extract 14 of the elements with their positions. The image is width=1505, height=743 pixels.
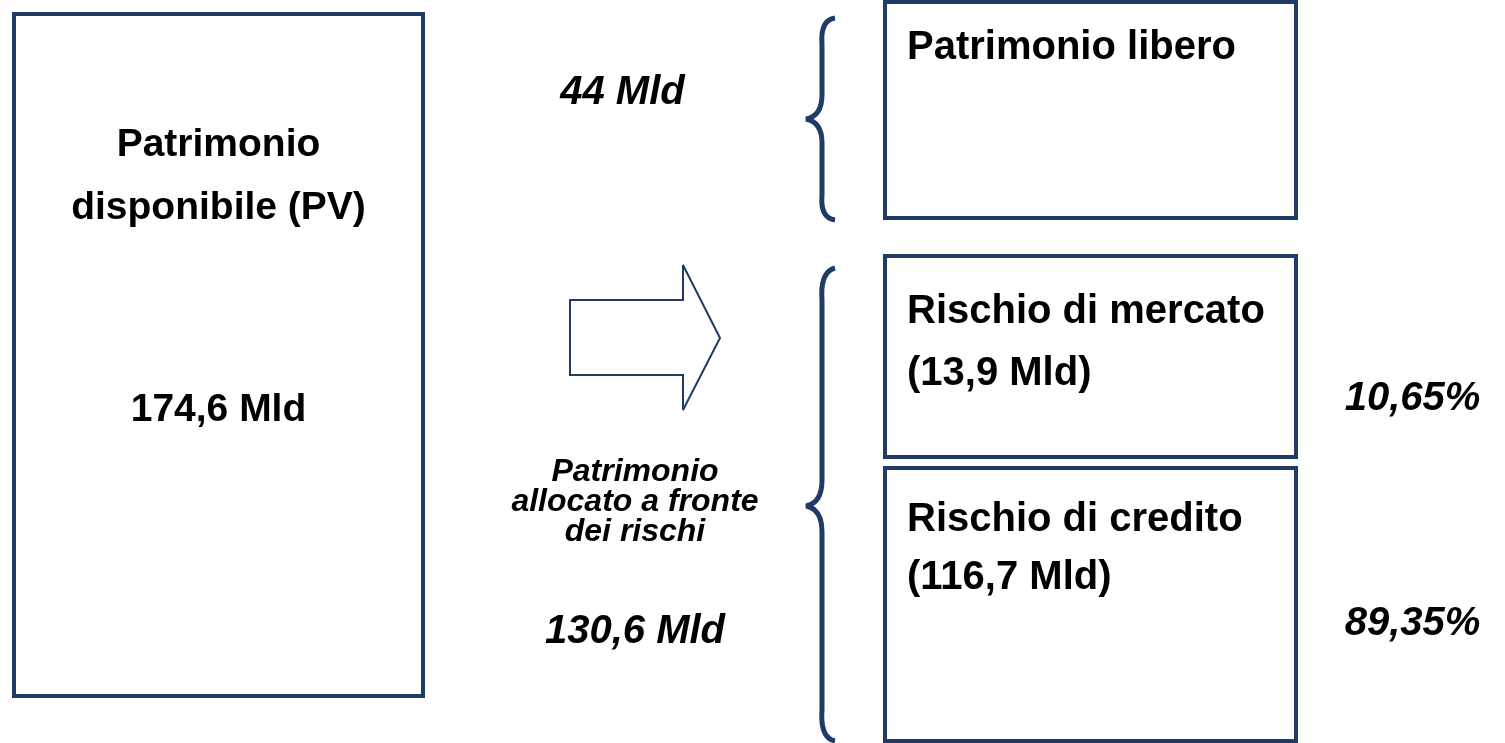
- box-heading: Rischio di mercato (13,9 Mld): [907, 286, 1266, 395]
- text-box: [12, 12, 425, 698]
- box-value: 174,6 Mld: [129, 385, 308, 431]
- box-heading: Rischio di credito (116,7 Mld): [907, 494, 1244, 599]
- description-label: Patrimonio allocato a fronte dei rischi: [510, 455, 760, 545]
- text-box: [883, 0, 1298, 220]
- box-heading: Patrimonio disponibile (PV): [70, 120, 367, 229]
- text-box: [883, 254, 1298, 459]
- percentage-label: 89,35%: [1343, 598, 1482, 645]
- amount-label: 44 Mld: [558, 67, 687, 114]
- amount-label: 130,6 Mld: [543, 606, 727, 653]
- percentage-label: 10,65%: [1343, 373, 1482, 420]
- text-box: [883, 466, 1298, 743]
- box-heading: Patrimonio libero: [907, 22, 1237, 69]
